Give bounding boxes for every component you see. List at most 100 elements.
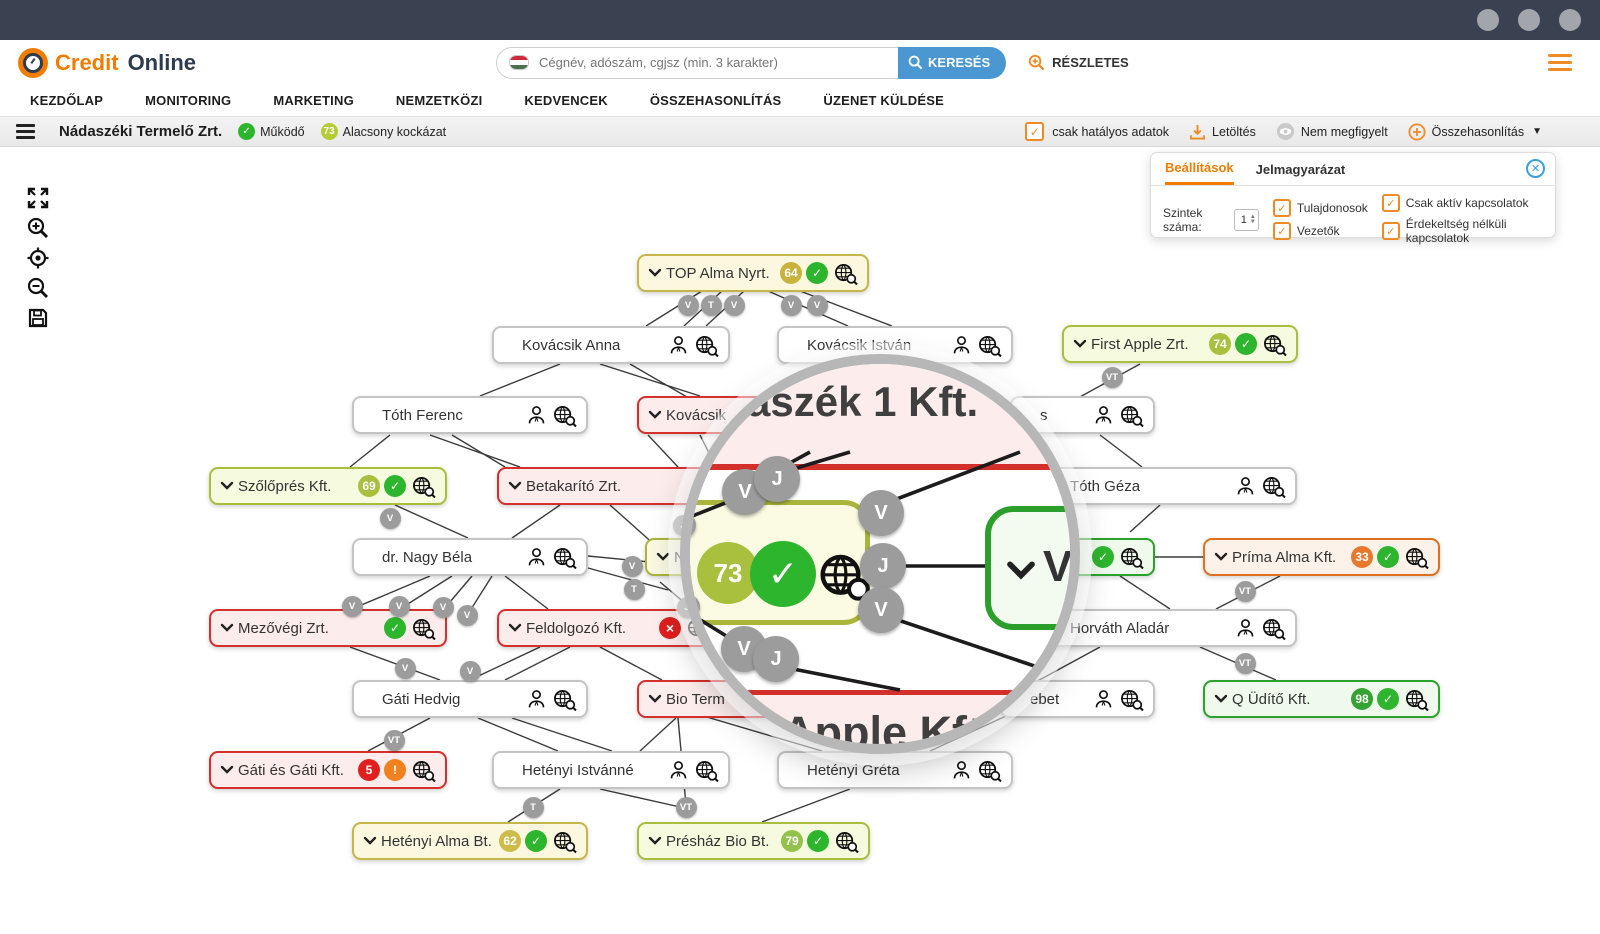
zoom-in-button[interactable] [26,216,50,240]
node-toth-geza[interactable]: Tóth Géza [1040,467,1297,505]
edge-label-v: V [621,555,643,577]
download-button[interactable]: Letöltés [1189,124,1256,140]
checkbox-label: Tulajdonosok [1296,201,1368,215]
checkbox-vezetok[interactable]: ✓ [1272,222,1291,240]
node-label: Betakarító Zrt. [526,477,622,495]
advanced-search-button[interactable]: RÉSZLETES [1028,54,1129,71]
compare-button[interactable]: Összehasonlítás ▼ [1408,122,1542,141]
levels-label: Szintek száma: [1163,205,1203,234]
score-badge: 98 [1351,688,1373,710]
person-icon [526,404,547,426]
checkbox-label: Érdekeltség nélküli kapcsolatok [1405,217,1507,245]
tab-beallitasok[interactable]: Beállítások [1165,153,1234,185]
not-watched-button[interactable]: Nem megfigyelt [1276,122,1388,141]
magnified-node-label: adaszék 1 Kft. [698,378,979,425]
node-top-alma-nyrt[interactable]: TOP Alma Nyrt.64✓ [637,254,869,292]
node-gati-es-gati-kft[interactable]: Gáti és Gáti Kft.5! [209,751,447,789]
tab-jelmagyarazat[interactable]: Jelmagyarázat [1255,161,1346,177]
node-hetenyi-greta[interactable]: Hetényi Gréta [777,751,1013,789]
magnified-edge-label-j: J [690,594,700,620]
edge-label-vt: VT [383,729,405,751]
checkbox-label: Vezetők [1296,224,1340,238]
node-hetenyi-istvanne[interactable]: Hetényi Istvánné [492,751,730,789]
node-prima-alma-kft[interactable]: Príma Alma Kft.33✓ [1203,538,1440,576]
search-bar: KERESÉS RÉSZLETES [496,46,1129,79]
search-plus-icon [1029,54,1045,71]
person-icon [951,759,972,781]
checkbox-csak-aktiv[interactable]: ✓ [1381,194,1400,212]
node-q-udito-kft[interactable]: Q Üdítő Kft.98✓ [1203,680,1440,718]
node-mezovegi-zrt[interactable]: Mezővégi Zrt.✓ [209,609,447,647]
fullscreen-button[interactable] [26,186,50,210]
node-label: Kovácsik István [807,336,912,354]
nav-item-nemzetkozi[interactable]: NEMZETKÖZI [395,93,483,108]
score-badge: 74 [1209,333,1231,355]
score-badge: 5 [358,759,380,781]
node-szolopres-kft[interactable]: Szőlőprés Kft.69✓ [209,467,447,505]
window-control-icon[interactable] [1477,9,1499,31]
globe-search-icon [1119,404,1144,427]
node-toth-ferenc[interactable]: Tóth Ferenc [352,396,588,434]
checkbox-tulajdonosok[interactable]: ✓ [1272,199,1291,217]
node-first-apple-zrt[interactable]: First Apple Zrt.74✓ [1062,325,1298,363]
chevron-down-icon [648,268,662,278]
levels-stepper[interactable]: 1 ▲▼ [1233,208,1259,231]
edge-label-v: V [780,294,802,316]
magnified-edge-label-j: J [753,636,799,682]
magnified-company-node-va: Vá [985,506,1070,630]
node-hetenyi-alma-bt[interactable]: Hetényi Alma Bt.62✓ [352,822,588,860]
edge-label-vt: VT [1101,366,1123,388]
company-toolbar: Nádaszéki Termelő Zrt. ✓ Működő 73 Alacs… [0,117,1600,147]
nav-item-uzenet-kuldese[interactable]: ÜZENET KÜLDÉSE [823,93,944,108]
logo-clock-icon [18,47,48,78]
node-kovacsik-anna[interactable]: Kovácsik Anna [492,326,730,364]
node-dr-nagy-bela[interactable]: dr. Nagy Béla [352,538,588,576]
node-preshaz-bio-bt[interactable]: Présház Bio Bt.79✓ [637,822,870,860]
chevron-down-icon [220,481,234,491]
globe-search-icon [552,546,577,569]
edge-label-t: T [623,578,645,600]
node-horvath-aladar[interactable]: Horváth Aladár [1040,609,1297,647]
search-input[interactable] [537,54,899,71]
nav-item-monitoring[interactable]: MONITORING [145,93,232,108]
chevron-down-icon [220,765,234,775]
node-label: Mezővégi Zrt. [238,619,329,637]
node-label: Szőlőprés Kft. [238,477,332,495]
close-icon[interactable]: ✕ [1526,159,1545,178]
search-input-wrap [496,46,899,79]
logo[interactable]: Credit Online [18,47,196,78]
center-target-button[interactable] [26,246,50,270]
node-label: Hetényi Istvánné [522,761,634,779]
save-button[interactable] [26,306,50,330]
nav-item-osszehasonlitas[interactable]: ÖSSZEHASONLÍTÁS [649,93,782,108]
nav-item-kedvencek[interactable]: KEDVENCEK [524,93,608,108]
search-button[interactable]: KERESÉS [898,46,1007,79]
edge-label-vt: VT [1234,652,1256,674]
globe-search-icon [1404,546,1429,569]
stepper-arrows-icon[interactable]: ▲▼ [1249,213,1256,225]
edge-label-v: V [379,507,401,529]
nav-item-kezdolap[interactable]: KEZDŐLAP [30,93,104,108]
node-label: N [674,549,798,566]
window-control-icon[interactable] [1559,9,1581,31]
download-label: Letöltés [1212,124,1256,139]
edge-label-vt: VT [675,796,697,818]
hungary-flag-icon[interactable] [509,55,530,70]
check-badge: ✓ [1235,333,1257,355]
checkbox-erdekeltseg-nelkuli[interactable]: ✓ [1381,222,1400,240]
edge-label-v: V [341,595,363,617]
sidebar-hamburger-icon[interactable] [16,124,35,139]
menu-hamburger-icon[interactable] [1548,54,1572,71]
edge-label-v: V [723,294,745,316]
window-titlebar [0,0,1600,40]
magnifier-lens[interactable]: adaszék 1 Kft. 73 ✓ Vá Apple Kft. VJVJVV… [680,354,1080,754]
node-gati-hedvig[interactable]: Gáti Hedvig [352,680,588,718]
zoom-out-button[interactable] [26,276,50,300]
window-control-icon[interactable] [1518,9,1540,31]
score-badge: 79 [781,830,803,852]
nav-item-marketing[interactable]: MARKETING [273,93,354,108]
only-valid-checkbox[interactable]: ✓ [1025,122,1045,141]
person-icon [1235,617,1256,639]
